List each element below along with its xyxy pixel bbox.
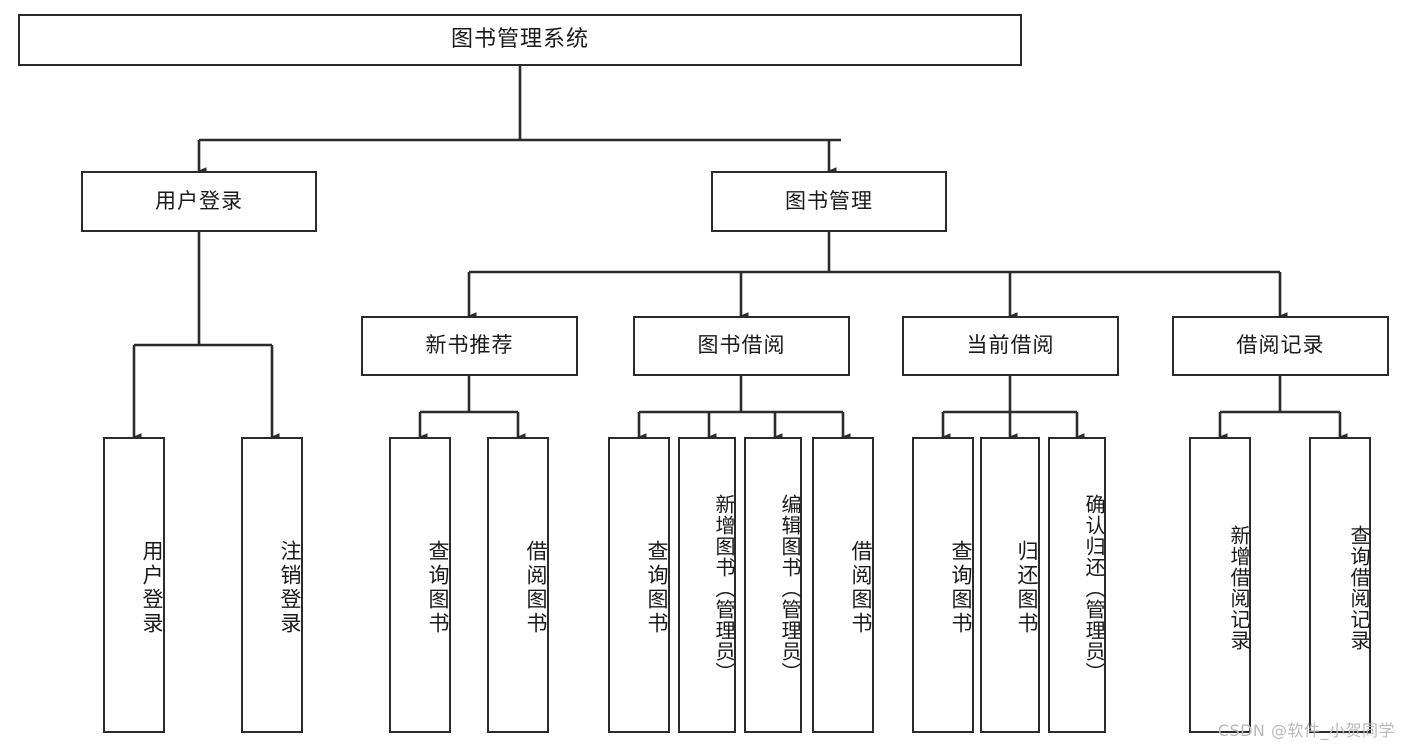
leaf-logout[interactable]: 注销登录	[241, 437, 303, 733]
node-book-borrow[interactable]: 图书借阅	[633, 316, 850, 376]
leaf-edit-book-admin[interactable]: 编辑图书（管理员）	[744, 437, 802, 733]
leaf-query-book-current[interactable]: 查询图书	[912, 437, 974, 733]
leaf-query-book-borrow[interactable]: 查询图书	[608, 437, 670, 733]
leaf-add-book-admin[interactable]: 新增图书（管理员）	[678, 437, 736, 733]
leaf-confirm-return-admin[interactable]: 确认归还（管理员）	[1048, 437, 1106, 733]
node-root-library-system[interactable]: 图书管理系统	[18, 14, 1022, 66]
leaf-borrow-book[interactable]: 借阅图书	[812, 437, 874, 733]
leaf-query-borrow-record[interactable]: 查询借阅记录	[1309, 437, 1371, 733]
node-book-management[interactable]: 图书管理	[711, 171, 947, 232]
node-current-borrow[interactable]: 当前借阅	[902, 316, 1119, 376]
leaf-add-borrow-record[interactable]: 新增借阅记录	[1189, 437, 1251, 733]
leaf-user-login[interactable]: 用户登录	[103, 437, 165, 733]
node-user-login[interactable]: 用户登录	[81, 171, 317, 232]
leaf-query-book-newbook[interactable]: 查询图书	[389, 437, 451, 733]
leaf-return-book[interactable]: 归还图书	[980, 437, 1040, 733]
node-new-book-recommend[interactable]: 新书推荐	[361, 316, 578, 376]
leaf-borrow-book-newbook[interactable]: 借阅图书	[487, 437, 549, 733]
node-borrow-record[interactable]: 借阅记录	[1172, 316, 1389, 376]
csdn-watermark: CSDN @软件_小贺同学	[1217, 721, 1395, 740]
